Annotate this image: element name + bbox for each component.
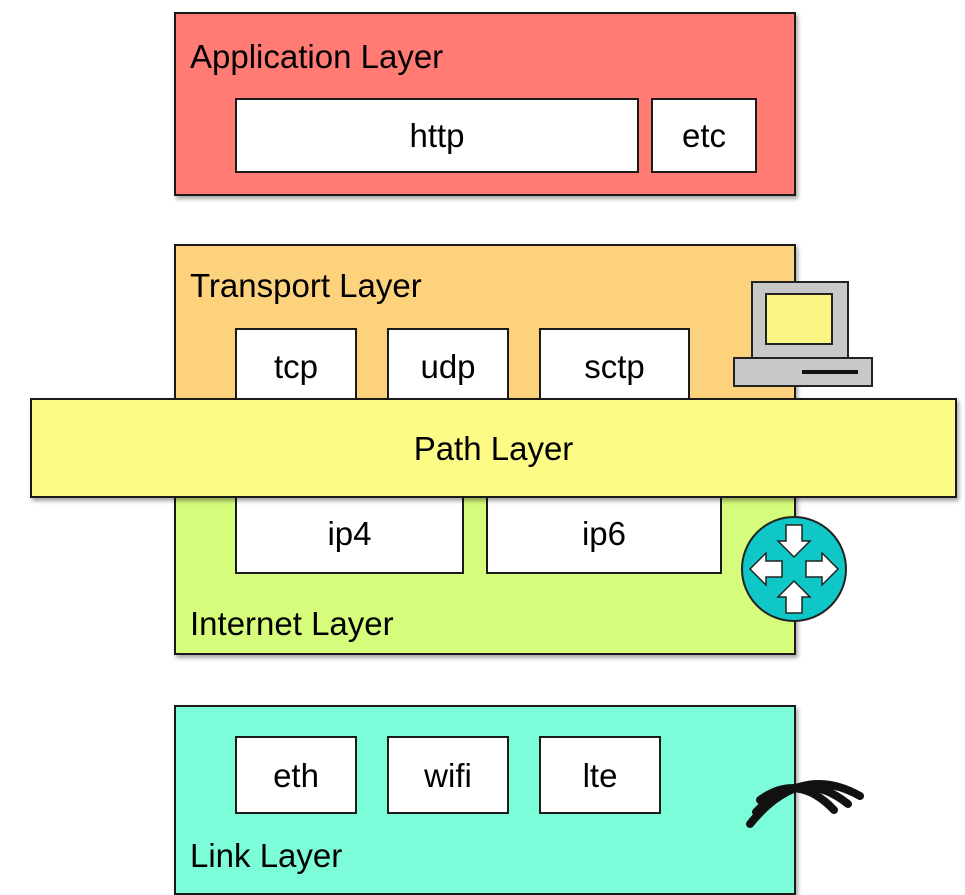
transport-layer-title: Transport Layer [190,267,422,304]
wifi-protocol-box: wifi [387,736,509,814]
lte-protocol-box: lte [539,736,661,814]
internet-layer-box: ip4 ip6 Internet Layer [174,472,796,655]
wifi-icon [738,760,868,832]
path-layer-title: Path Layer [413,429,574,467]
application-layer-title: Application Layer [190,38,444,75]
link-layer-title: Link Layer [190,837,343,874]
transport-layer-box: Transport Layer tcp udp sctp [174,244,796,418]
http-protocol-box: http [235,98,639,173]
eth-protocol-box: eth [235,736,357,814]
internet-layer-title: Internet Layer [190,605,394,642]
path-layer-box: Path Layer [30,398,957,498]
router-icon [738,513,850,625]
application-layer-box: Application Layer http etc [174,12,796,196]
link-layer-box: eth wifi lte Link Layer [174,705,796,895]
etc-protocol-box: etc [651,98,757,173]
computer-icon [730,278,876,390]
